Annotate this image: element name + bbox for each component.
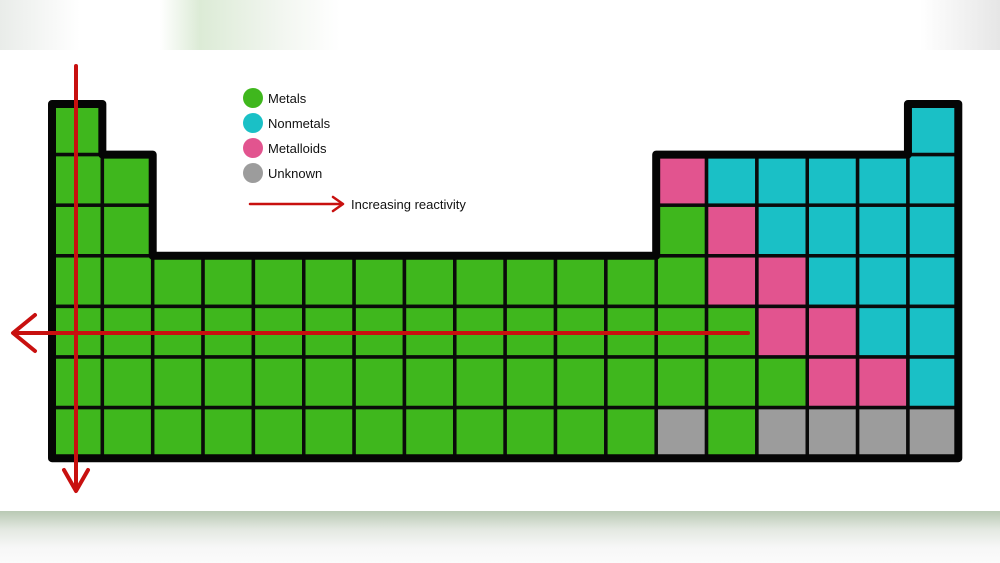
element-cell-metals [654, 355, 709, 410]
metalloids-swatch-icon [243, 138, 263, 158]
element-cell-nonmetals [855, 254, 910, 309]
element-cell-metals [352, 405, 407, 460]
unknown-swatch-icon [243, 163, 263, 183]
element-cell-nonmetals [755, 203, 810, 258]
element-cell-unknown [755, 405, 810, 460]
element-cell-metalloids [755, 254, 810, 309]
element-cell-nonmetals [906, 254, 961, 309]
element-cell-nonmetals [704, 152, 759, 207]
element-cell-unknown [805, 405, 860, 460]
metals-swatch-icon [243, 88, 263, 108]
element-cell-metalloids [755, 304, 810, 359]
element-cell-metals [150, 355, 205, 410]
element-cell-metals [604, 254, 658, 309]
element-cell-metals [352, 254, 407, 309]
blurred-background-top [0, 0, 1000, 50]
table-outline [48, 100, 963, 463]
element-cell-metals [453, 355, 507, 410]
element-cell-metals [402, 355, 457, 410]
element-cell-metals [100, 152, 155, 207]
element-cell-metals [150, 254, 205, 309]
arrow-right-icon [331, 195, 345, 213]
element-cell-metals [100, 254, 155, 309]
element-cell-metals [302, 355, 356, 410]
element-cell-metals [453, 405, 507, 460]
element-cell-metalloids [805, 304, 860, 359]
element-cell-metals [201, 254, 256, 309]
element-cell-metals [755, 355, 810, 410]
element-cell-metals [100, 203, 155, 258]
element-cell-metals [503, 405, 558, 460]
element-cell-nonmetals [805, 152, 860, 207]
element-cell-metals [553, 355, 608, 410]
element-cell-metals [251, 405, 306, 460]
element-cell-metals [150, 405, 205, 460]
legend-item-metals: Metals [243, 88, 306, 108]
element-cell-nonmetals [855, 203, 910, 258]
element-cell-metals [503, 355, 558, 410]
element-cell-metals [302, 405, 356, 460]
element-cell-metalloids [805, 355, 860, 410]
element-cell-metals [251, 355, 306, 410]
legend-item-nonmetals: Nonmetals [243, 113, 330, 133]
element-cell-metalloids [704, 203, 759, 258]
element-cell-nonmetals [906, 355, 961, 410]
element-cell-metals [402, 254, 457, 309]
element-cell-metals [654, 254, 709, 309]
element-cell-unknown [654, 405, 709, 460]
element-cell-nonmetals [805, 254, 860, 309]
element-cell-metals [553, 254, 608, 309]
element-cell-nonmetals [855, 304, 910, 359]
legend-label: Nonmetals [268, 115, 331, 131]
legend-label: Unknown [268, 165, 323, 181]
element-cell-nonmetals [906, 304, 961, 359]
element-cell-unknown [855, 405, 910, 460]
element-cell-metals [302, 254, 356, 309]
element-cell-metals [453, 254, 507, 309]
element-cell-metalloids [654, 152, 709, 207]
arrow-down-icon [62, 468, 90, 493]
element-cell-nonmetals [855, 152, 910, 207]
element-cell-metals [704, 405, 759, 460]
element-cell-metals [100, 405, 155, 460]
element-cell-metals [553, 405, 608, 460]
legend-item-unknown: Unknown [243, 163, 322, 183]
element-cell-metals [604, 355, 658, 410]
nonmetals-swatch-icon [243, 113, 263, 133]
element-cell-metals [352, 355, 407, 410]
element-cell-nonmetals [906, 152, 961, 207]
element-cell-metals [100, 355, 155, 410]
element-cell-metalloids [855, 355, 910, 410]
element-cell-nonmetals [906, 203, 961, 258]
element-cell-unknown [906, 405, 961, 460]
element-cell-metals [402, 405, 457, 460]
element-cell-metals [251, 254, 306, 309]
element-cell-metals [201, 405, 256, 460]
legend-label: Metals [268, 90, 307, 106]
element-cell-metals [201, 355, 256, 410]
element-cell-metals [654, 203, 709, 258]
increasing-reactivity-label: Increasing reactivity [351, 197, 466, 212]
element-cell-nonmetals [805, 203, 860, 258]
element-cell-metals [604, 405, 658, 460]
arrow-left-icon [11, 313, 37, 353]
element-cell-nonmetals [755, 152, 810, 207]
blurred-background-bottom [0, 511, 1000, 563]
element-cell-metalloids [704, 254, 759, 309]
element-cell-metals [704, 355, 759, 410]
element-cell-nonmetals [906, 102, 961, 157]
element-cell-metals [503, 254, 558, 309]
legend-item-metalloids: Metalloids [243, 138, 327, 158]
legend-label: Metalloids [268, 140, 327, 156]
